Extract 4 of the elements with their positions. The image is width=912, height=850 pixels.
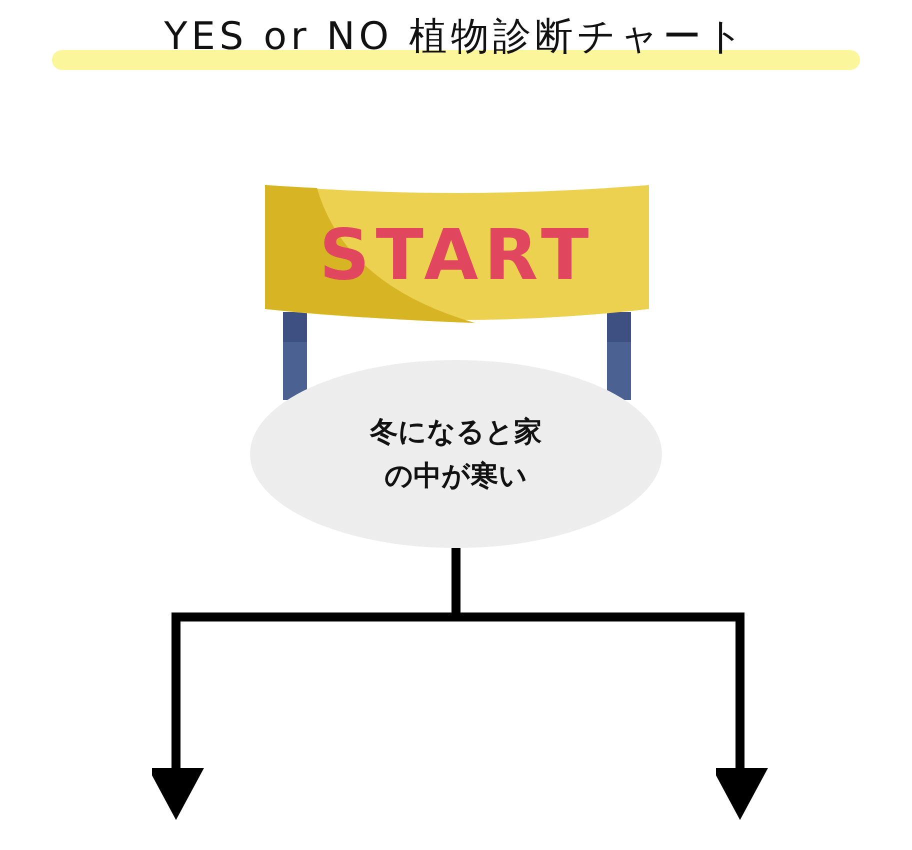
banner-text: START — [318, 215, 596, 295]
start-banner — [265, 185, 649, 325]
question-ellipse: 冬になると家の中が寒い — [250, 360, 662, 548]
title: YES or NO 植物診断チャート — [163, 13, 749, 60]
